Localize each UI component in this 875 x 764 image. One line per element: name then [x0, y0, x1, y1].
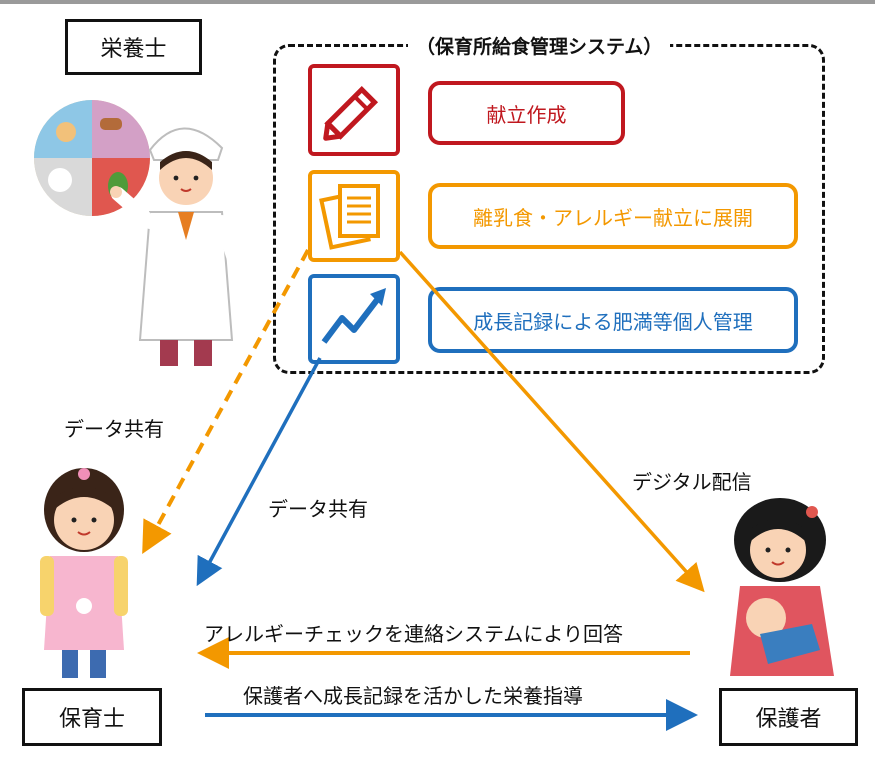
system-title: （保育所給食管理システム） — [408, 32, 671, 59]
data-share-blue-arrow — [196, 357, 322, 587]
feature-menu-creation: 献立作成 — [428, 81, 625, 145]
feature-growth-record-management: 成長記録による肥満等個人管理 — [428, 287, 798, 353]
nursery-teacher-label: 保育士 — [22, 688, 162, 746]
documents-icon — [308, 170, 400, 262]
food-plate-illustration — [34, 100, 150, 216]
feature-weaning-allergy-menu: 離乳食・アレルギー献立に展開 — [428, 183, 798, 249]
guardian-label: 保護者 — [719, 688, 858, 746]
nutrition-guidance-label: 保護者へ成長記録を活かした栄養指導 — [243, 684, 583, 708]
dietitian-illustration — [110, 127, 251, 366]
allergy-reply-label: アレルギーチェックを連絡システムにより回答 — [204, 622, 623, 646]
top-divider — [0, 0, 875, 4]
data-share-dashed-arrow — [142, 249, 310, 555]
dietitian-label: 栄養士 — [65, 19, 202, 75]
data-share-label-center: データ共有 — [268, 497, 368, 521]
digital-delivery-label: デジタル配信 — [632, 470, 752, 494]
nursery-teacher-illustration — [40, 468, 128, 678]
digital-delivery-arrow — [398, 250, 705, 593]
guardian-illustration — [730, 498, 834, 676]
pencil-icon — [308, 64, 400, 156]
growth-chart-icon — [308, 274, 400, 364]
data-share-label-left: データ共有 — [64, 417, 164, 441]
